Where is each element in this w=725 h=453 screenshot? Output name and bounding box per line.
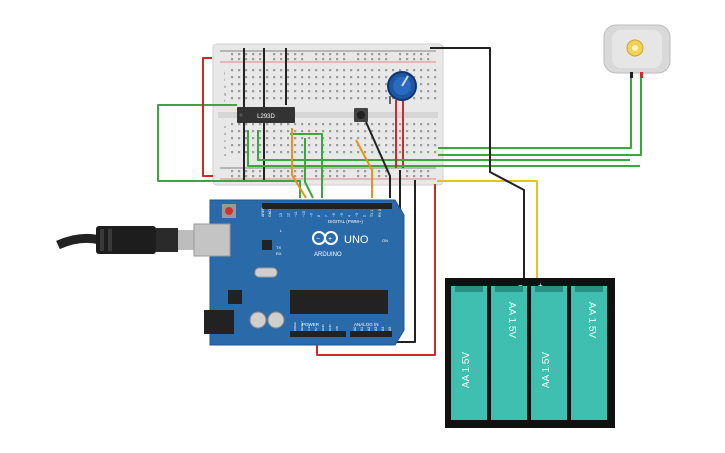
battery-cell-label: AA 1.5V <box>506 302 517 338</box>
battery-cell-label: AA 1.5V <box>541 352 552 388</box>
digital-pin-label: ~9 <box>309 213 313 217</box>
svg-text:−: − <box>316 236 320 243</box>
digital-pin-label: 12 <box>287 213 291 217</box>
aref-label: AREF <box>261 208 265 217</box>
row-letter-e: e <box>224 124 227 129</box>
battery-cell: AA 1.5V <box>451 286 487 420</box>
arduino-uno[interactable]: − + ARDUINO UNO DIGITAL (PWM~) POWER ANA… <box>193 199 405 346</box>
wire-orange-pot <box>355 139 373 198</box>
power-pin-label: GND <box>328 324 332 332</box>
digital-pin-label: ~5 <box>340 213 344 217</box>
dc-motor[interactable] <box>603 24 671 78</box>
wire-motor-2 <box>438 78 642 156</box>
usb-cable[interactable] <box>56 226 202 254</box>
digital-pin-label: 7 <box>325 215 329 217</box>
digital-pin-label: ~3 <box>355 213 359 217</box>
wire-green-4 <box>290 133 323 198</box>
analog-pin-label: A5 <box>388 327 392 331</box>
arduino-brand: ARDUINO <box>314 252 342 258</box>
digital-pin-label: ~11 <box>294 211 298 217</box>
battery-cells: AA 1.5V AA 1.5V AA 1.5V AA 1.5V <box>451 286 607 420</box>
status-leds: L TX RX ON <box>276 228 388 256</box>
row-letter-j: j <box>223 70 225 75</box>
battery-cell: AA 1.5V <box>571 286 607 420</box>
power-pin-label: RESET <box>300 321 304 331</box>
potentiometer[interactable] <box>387 71 417 101</box>
push-button[interactable] <box>354 108 368 122</box>
row-letter-d: d <box>224 131 226 136</box>
digital-header-label: DIGITAL (PWM~) <box>328 219 363 224</box>
analog-pin-label: A2 <box>367 327 371 331</box>
analog-pin-label: A1 <box>360 327 364 331</box>
wire-motor-1 <box>438 78 632 149</box>
l293d-chip[interactable]: L293D <box>237 107 295 123</box>
power-pin-label: 5V <box>314 327 318 331</box>
row-letter-g: g <box>224 91 226 96</box>
power-pin-label: VIN <box>335 326 339 331</box>
row-letter-f: f <box>224 98 226 103</box>
row-letter-h: h <box>224 84 226 89</box>
wire-black-gnd-rail <box>430 47 525 282</box>
digital-pin-label: 4 <box>347 215 351 217</box>
arduino-model: UNO <box>344 234 369 246</box>
row-letter-b: b <box>224 145 227 150</box>
digital-pin-label: 8 <box>317 215 321 217</box>
wire-black-button <box>365 121 391 198</box>
wire-green-2 <box>247 130 640 167</box>
battery-minus: − <box>518 281 523 290</box>
led-label-on: ON <box>382 238 388 243</box>
analog-pin-label: A4 <box>381 327 385 331</box>
analog-label: ANALOG IN <box>354 322 379 327</box>
power-pin-label: 3.3V <box>307 325 311 331</box>
power-pin-label: IOREF <box>293 322 297 331</box>
digital-pin-label: 13 <box>279 213 283 217</box>
led-label-l: L <box>280 228 283 233</box>
power-label: POWER <box>302 322 320 327</box>
digital-pin-label: 2 <box>363 215 367 217</box>
svg-text:+: + <box>328 236 332 243</box>
battery-cell: AA 1.5V <box>491 286 527 420</box>
breadboard-row-labels: j i h g f e d c b a <box>223 70 227 157</box>
breadboard[interactable]: j i h g f e d c b a <box>212 43 444 186</box>
led-label-rx: RX <box>276 251 282 256</box>
wire-orange-pin <box>291 128 307 199</box>
wire-red-left <box>202 57 213 177</box>
row-letter-i: i <box>224 77 225 82</box>
power-pin-label: GND <box>321 324 325 332</box>
battery-plus: + <box>538 281 543 290</box>
gnd-label: GND <box>268 209 272 217</box>
row-letter-c: c <box>224 138 226 143</box>
chip-label: L293D <box>257 114 275 120</box>
battery-cell-label: AA 1.5V <box>586 302 597 338</box>
battery-cell: AA 1.5V <box>531 286 567 420</box>
digital-pin-label: RX 0 <box>378 209 382 217</box>
led-label-tx: TX <box>276 245 281 250</box>
digital-pin-label: ~10 <box>302 211 306 217</box>
battery-pack[interactable]: − + AA 1.5V AA 1.5V AA 1.5V AA 1.5V <box>445 278 615 428</box>
wire-green-3 <box>257 130 630 161</box>
digital-pin-label: ~6 <box>332 213 336 217</box>
wire-green-5 <box>304 138 314 199</box>
analog-pin-label: A3 <box>374 327 378 331</box>
row-letter-a: a <box>224 152 227 157</box>
battery-cell-label: AA 1.5V <box>461 352 472 388</box>
digital-pin-label: TX 1 <box>370 210 374 217</box>
wire-yellow-batt <box>437 180 538 282</box>
analog-pin-label: A0 <box>353 327 357 331</box>
arduino-logo: − + <box>312 231 338 245</box>
